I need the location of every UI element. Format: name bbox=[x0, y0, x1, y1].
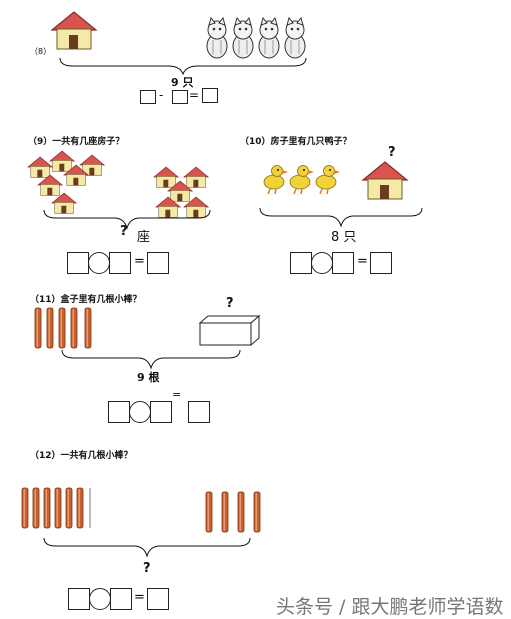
duck-icon bbox=[315, 164, 341, 195]
answer-box[interactable] bbox=[147, 588, 169, 610]
total-label-10: 8 只 bbox=[331, 230, 357, 245]
brace-9 bbox=[43, 209, 211, 230]
sticks-group bbox=[21, 487, 91, 529]
sticks-group bbox=[34, 307, 92, 349]
operator-circle[interactable] bbox=[89, 588, 111, 610]
brace-8 bbox=[59, 57, 307, 76]
house-icon bbox=[27, 156, 53, 178]
stick-icon bbox=[46, 307, 54, 349]
problem-9-title: （9）一共有几座房子？ bbox=[28, 137, 125, 147]
house-icon bbox=[49, 150, 75, 172]
problem-10-title: （10）房子里有几只鸭子？ bbox=[240, 137, 352, 147]
operator-circle[interactable] bbox=[88, 252, 110, 274]
cat-icon bbox=[284, 17, 306, 59]
houses-group bbox=[27, 150, 209, 218]
answer-box[interactable] bbox=[110, 588, 132, 610]
stick-icon bbox=[76, 487, 84, 529]
cat-icon bbox=[258, 17, 280, 59]
answer-box[interactable] bbox=[147, 252, 169, 274]
answer-box[interactable] bbox=[188, 401, 210, 423]
answer-box[interactable] bbox=[109, 252, 131, 274]
equals-sign: = bbox=[189, 88, 200, 102]
stick-icon bbox=[54, 487, 62, 529]
answer-box[interactable] bbox=[332, 252, 354, 274]
answer-box[interactable] bbox=[290, 252, 312, 274]
stick-icon bbox=[32, 487, 40, 529]
watermark: 头条号 / 跟大鹏老师学语数 bbox=[276, 596, 504, 618]
question-mark: ? bbox=[388, 145, 396, 160]
equals-sign: = bbox=[357, 254, 368, 269]
question-mark: ? bbox=[120, 224, 128, 239]
stick-icon bbox=[253, 491, 261, 533]
brace-10 bbox=[259, 207, 423, 228]
problem-11-title: （11）盒子里有几根小棒？ bbox=[30, 295, 142, 305]
stick-icon bbox=[70, 307, 78, 349]
brace-12 bbox=[43, 537, 251, 558]
house-icon bbox=[153, 166, 179, 188]
answer-box[interactable] bbox=[68, 588, 90, 610]
house-icon bbox=[37, 174, 63, 196]
stick-icon bbox=[84, 307, 92, 349]
minus-sign: - bbox=[159, 88, 164, 102]
stick-icon bbox=[65, 487, 73, 529]
answer-box[interactable] bbox=[140, 90, 156, 104]
house-icon bbox=[51, 11, 97, 50]
answer-box[interactable] bbox=[67, 252, 89, 274]
equals-sign: = bbox=[134, 590, 145, 605]
stick-icon bbox=[21, 487, 29, 529]
duck-icon bbox=[289, 164, 315, 195]
answer-box[interactable] bbox=[370, 252, 392, 274]
equals-sign: = bbox=[134, 254, 145, 269]
total-label-8: 9 只 bbox=[171, 76, 194, 89]
ducks-group bbox=[263, 164, 341, 195]
answer-box[interactable] bbox=[108, 401, 130, 423]
unit-label-9: 座 bbox=[137, 230, 151, 245]
answer-box[interactable] bbox=[150, 401, 172, 423]
question-mark: ? bbox=[143, 561, 151, 576]
cat-icon bbox=[206, 17, 228, 59]
cats-group bbox=[206, 17, 306, 59]
stick-icon bbox=[58, 307, 66, 349]
operator-circle[interactable] bbox=[311, 252, 333, 274]
house-icon bbox=[362, 161, 408, 200]
stick-icon bbox=[205, 491, 213, 533]
answer-box[interactable] bbox=[202, 88, 218, 103]
stick-icon bbox=[221, 491, 229, 533]
duck-icon bbox=[263, 164, 289, 195]
total-label-11: 9 根 bbox=[137, 371, 160, 384]
cat-icon bbox=[232, 17, 254, 59]
stick-icon bbox=[34, 307, 42, 349]
sticks-group bbox=[205, 491, 261, 533]
question-mark: ? bbox=[226, 296, 234, 311]
stick-icon bbox=[43, 487, 51, 529]
house-icon bbox=[183, 166, 209, 188]
stick-icon bbox=[237, 491, 245, 533]
problem-8-number: （8） bbox=[30, 47, 52, 56]
brace-11 bbox=[61, 349, 241, 370]
box-icon bbox=[198, 314, 261, 347]
operator-circle[interactable] bbox=[129, 401, 151, 423]
problem-12-title: （12）一共有几根小棒？ bbox=[30, 451, 133, 461]
answer-box[interactable] bbox=[172, 90, 188, 104]
equals-sign: = bbox=[172, 388, 182, 401]
